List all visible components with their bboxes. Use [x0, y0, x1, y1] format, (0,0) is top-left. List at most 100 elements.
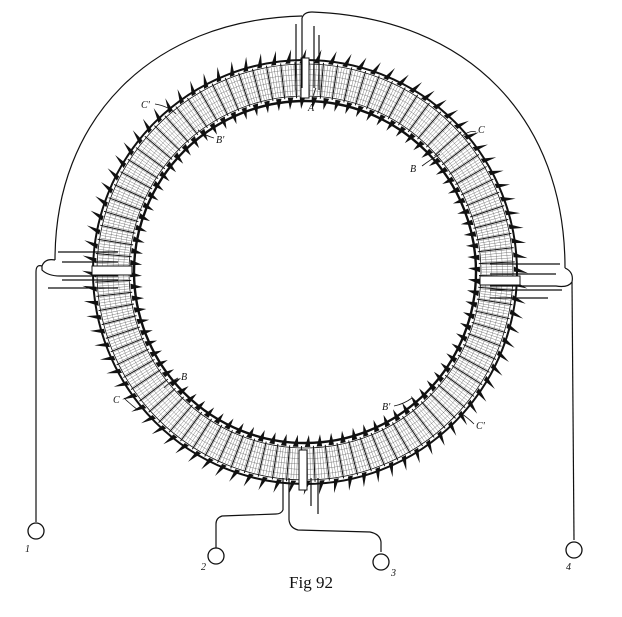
outer-tooth: [467, 399, 478, 414]
inner-tooth: [435, 166, 449, 175]
inner-tooth: [413, 140, 425, 151]
leader-c-right: [461, 131, 477, 137]
inner-tooth: [373, 419, 380, 433]
inner-tooth: [340, 430, 346, 444]
outer-tooth: [443, 109, 459, 119]
coil-boundary: [191, 418, 213, 450]
coil-boundary: [238, 72, 251, 108]
inner-tooth: [252, 103, 259, 117]
outer-tooth: [113, 381, 130, 387]
inner-tooth: [169, 377, 182, 387]
leader-b-right: [421, 153, 441, 167]
label-c-prime-lower: C': [476, 421, 486, 432]
outer-tooth: [490, 363, 503, 376]
coil-boundary: [199, 90, 219, 122]
ring-outer-edge: [92, 59, 518, 485]
leader-c-left: [123, 397, 139, 411]
coil-boundary: [257, 441, 267, 477]
outer-tooth: [90, 210, 104, 221]
outer-tooth: [86, 225, 101, 235]
coil-boundary: [116, 348, 150, 366]
inner-tooth: [161, 369, 175, 378]
outer-tooth: [500, 196, 516, 202]
inner-tooth: [386, 119, 397, 131]
inner-tooth: [257, 430, 265, 442]
outer-tooth: [203, 73, 209, 89]
coil-boundary: [105, 326, 141, 339]
ring-core: [92, 59, 518, 485]
inner-tooth: [442, 176, 455, 184]
outer-tooth: [396, 74, 409, 87]
outer-tooth: [496, 350, 509, 362]
outer-tooth: [89, 328, 106, 334]
terminal-3: [372, 553, 390, 571]
coil-boundary: [217, 429, 233, 464]
inner-tooth: [142, 202, 154, 211]
inner-tooth: [452, 197, 466, 204]
coil-boundary: [230, 434, 244, 469]
coil-boundary: [451, 364, 483, 386]
outer-tooth: [86, 315, 102, 320]
outer-tooth: [488, 170, 504, 176]
inner-tooth: [159, 170, 170, 182]
outer-tooth: [131, 404, 147, 412]
outer-tooth: [151, 425, 167, 435]
coil-boundary: [123, 358, 155, 378]
coil-boundary: [441, 142, 471, 166]
inner-tooth: [426, 380, 437, 392]
inner-tooth: [363, 424, 369, 437]
coil-boundary: [457, 354, 490, 373]
coil-boundary: [331, 64, 339, 101]
coil-boundary: [103, 210, 139, 223]
inner-tooth: [131, 295, 145, 301]
outer-tooth: [483, 375, 495, 389]
outer-tooth: [414, 447, 420, 464]
coil-boundary: [397, 94, 419, 126]
outer-tooth: [369, 62, 381, 75]
inner-tooth: [152, 180, 164, 191]
gap-left: [91, 265, 133, 276]
coil-boundary: [377, 80, 393, 115]
coil-boundary: [444, 374, 475, 397]
outer-tooth: [504, 210, 521, 216]
coil-boundary: [387, 87, 406, 120]
terminal-2: [207, 547, 225, 565]
terminal-2-label: 2: [201, 562, 206, 573]
coil-boundary: [343, 67, 353, 103]
hatch-ring: [112, 79, 498, 465]
outer-tooth: [432, 99, 447, 110]
inner-tooth: [433, 371, 444, 383]
inner-tooth: [468, 266, 480, 273]
outer-tooth: [285, 49, 292, 64]
outer-tooth: [271, 50, 277, 66]
outer-tooth: [511, 238, 527, 244]
outer-tooth: [506, 323, 520, 334]
inner-tooth: [264, 100, 270, 114]
inner-tooth: [185, 393, 197, 404]
ring-outer-winding-edge: [96, 63, 514, 481]
coil-boundary: [381, 427, 399, 461]
outer-tooth: [141, 415, 156, 424]
coil-boundary: [366, 75, 380, 110]
coil-boundary: [411, 408, 435, 438]
coil-boundary: [286, 445, 291, 482]
inner-tooth: [393, 409, 401, 422]
inner-tooth: [467, 290, 479, 297]
coil-boundary: [437, 384, 466, 409]
gap-bottom: [298, 449, 308, 491]
outer-coil-teeth: [82, 49, 528, 495]
outer-tooth: [333, 478, 339, 494]
coil-boundary: [402, 415, 424, 447]
inner-tooth: [345, 102, 353, 114]
outer-tooth: [215, 463, 227, 476]
leader-b-prime-upper: [197, 129, 215, 139]
outer-tooth: [509, 309, 524, 319]
coil-boundary: [96, 291, 133, 297]
coil-boundary: [224, 77, 240, 112]
outer-tooth: [502, 336, 515, 348]
wire-left-down-to-1: [35, 265, 43, 522]
inner-tooth: [460, 219, 474, 226]
outer-tooth: [437, 430, 445, 446]
coil-boundary: [448, 153, 480, 175]
